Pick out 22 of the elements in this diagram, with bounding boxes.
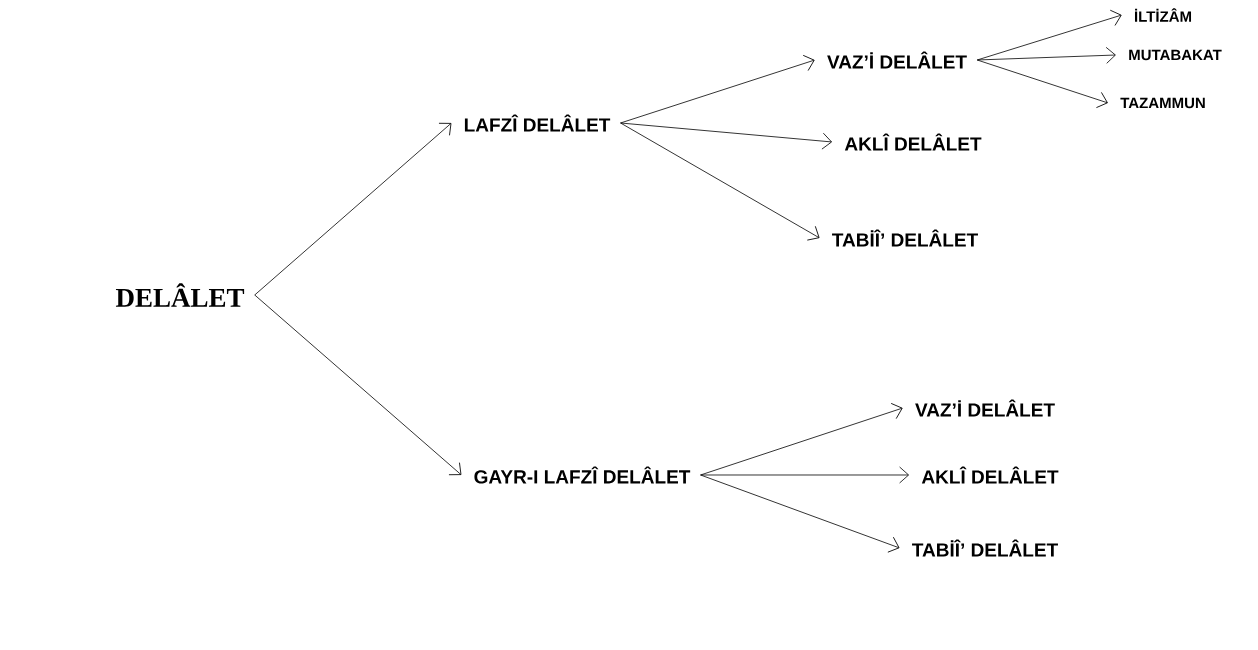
category-label: LAFZÎ DELÂLET [464, 114, 611, 132]
arrow [976, 59, 1108, 108]
arrow [254, 122, 452, 296]
heading: DELÂLET [115, 283, 245, 307]
category-label: GAYR-I LAFZÎ DELÂLET [474, 466, 691, 484]
category-label: VAZ’İ DELÂLET [915, 399, 1055, 417]
category-label: VAZ’İ DELÂLET [827, 51, 967, 69]
category-label: TAZAMMUN [1120, 97, 1205, 109]
category-label: İLTİZÂM [1135, 8, 1191, 22]
arrow [700, 474, 900, 553]
category-label: TABİÎ’ DELÂLET [832, 229, 978, 247]
category-label: AKLÎ DELÂLET [921, 466, 1059, 484]
arrow [254, 294, 462, 476]
arrow [700, 466, 909, 484]
category-label: TABİÎ’ DELÂLET [912, 539, 1058, 557]
category-label: AKLÎ DELÂLET [844, 133, 982, 151]
category-label: MUTABAKAT [1129, 49, 1222, 61]
arrow [620, 122, 820, 241]
arrow [976, 46, 1116, 64]
arrow [620, 122, 832, 150]
arrow [620, 54, 815, 124]
arrow [700, 403, 903, 476]
